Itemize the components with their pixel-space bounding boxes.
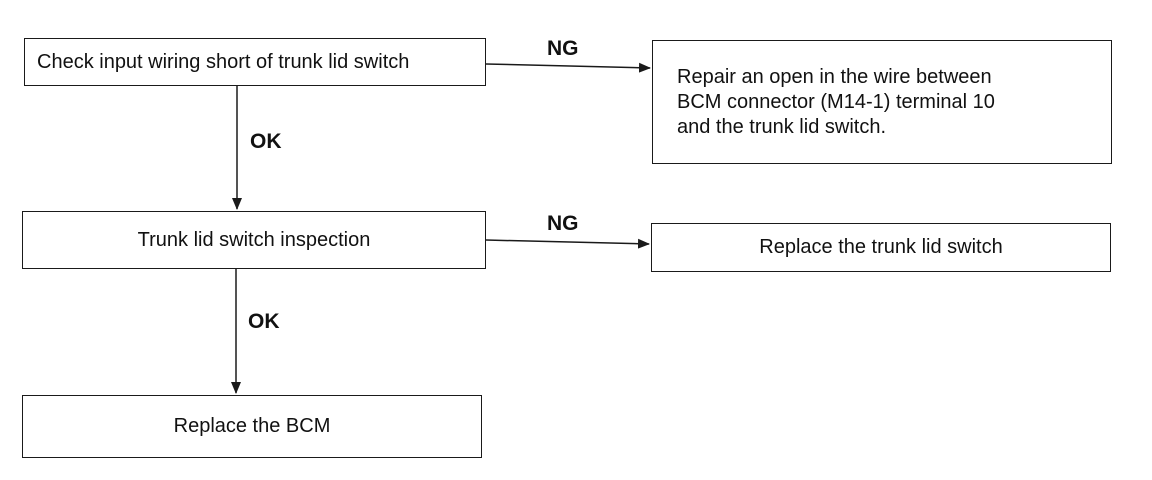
- step-replace-switch: Replace the trunk lid switch: [651, 223, 1111, 272]
- ng-label-1: NG: [547, 37, 579, 60]
- ok-label-1: OK: [250, 130, 282, 153]
- step-replace-bcm: Replace the BCM: [22, 395, 482, 458]
- step-switch-inspection: Trunk lid switch inspection: [22, 211, 486, 269]
- step-replace-bcm-text: Replace the BCM: [173, 415, 331, 437]
- step-repair-open-wire-text: Repair an open in the wire between BCM c…: [677, 65, 995, 138]
- step-switch-inspection-text: Trunk lid switch inspection: [137, 228, 371, 251]
- step-check-input-wiring-text: Check input wiring short of trunk lid sw…: [37, 50, 410, 73]
- ng-label-2: NG: [547, 212, 579, 235]
- ok-label-2: OK: [248, 310, 280, 333]
- step-replace-switch-text: Replace the trunk lid switch: [759, 236, 1003, 258]
- step-repair-open-wire: Repair an open in the wire between BCM c…: [652, 40, 1112, 164]
- step-check-input-wiring: Check input wiring short of trunk lid sw…: [24, 38, 486, 86]
- arrow-ng2: [485, 238, 650, 249]
- arrow-ng1: [485, 62, 651, 73]
